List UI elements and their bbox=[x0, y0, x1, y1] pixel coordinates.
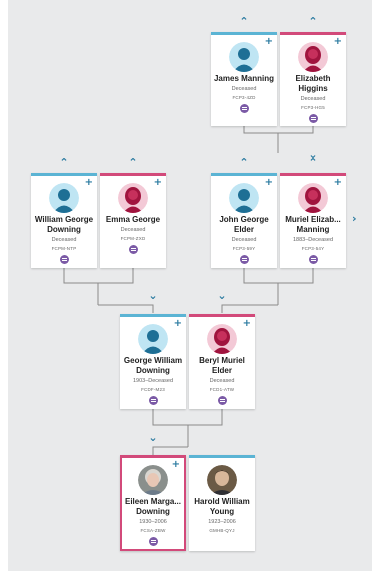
person-name: James Manning bbox=[213, 74, 274, 83]
chevron-down-icon[interactable]: ⌄ bbox=[217, 289, 227, 302]
person-card-beryl-muriel-elder[interactable]: + Beryl Muriel Elder Deceased FCD1-ATW bbox=[189, 314, 255, 409]
connector-lines bbox=[63, 126, 314, 455]
person-name: Eileen Marga... Downing bbox=[124, 497, 182, 516]
male-avatar-icon bbox=[49, 183, 79, 213]
plus-icon[interactable]: + bbox=[264, 177, 273, 188]
person-name: John George Elder bbox=[219, 215, 269, 234]
person-dates: Deceased bbox=[231, 237, 257, 243]
chevron-up-icon[interactable]: ⌃ bbox=[308, 156, 318, 169]
person-dates: 1903–Deceased bbox=[132, 378, 174, 384]
tree-menu-icon[interactable] bbox=[148, 537, 158, 546]
person-id: FCP3-HG5 bbox=[301, 105, 325, 110]
person-id: FCP3-54Y bbox=[301, 246, 325, 251]
person-card-harold-william-young[interactable]: Harold William Young 1923–2006 GMHB-QYJ bbox=[189, 455, 255, 551]
person-dates: 1930–2006 bbox=[139, 519, 167, 525]
tree-menu-icon[interactable] bbox=[128, 245, 138, 254]
person-card-elizabeth-higgins[interactable]: + Elizabeth Higgins Deceased FCP3-HG5 bbox=[280, 32, 346, 126]
person-card-john-george-elder[interactable]: + John George Elder Deceased FCP3-59Y bbox=[211, 173, 277, 268]
tree-menu-icon[interactable] bbox=[148, 396, 158, 405]
person-dates: Deceased bbox=[231, 86, 257, 92]
person-id: FCP3-59Y bbox=[232, 246, 256, 251]
person-id: FCD1-ATW bbox=[209, 387, 235, 392]
person-id: FCP3-4ZD bbox=[232, 95, 256, 100]
plus-icon[interactable]: + bbox=[264, 36, 273, 47]
person-card-james-manning[interactable]: + James Manning Deceased FCP3-4ZD bbox=[211, 32, 277, 126]
male-avatar-icon bbox=[229, 183, 259, 213]
person-dates: Deceased bbox=[300, 96, 326, 102]
tree-menu-icon[interactable] bbox=[239, 104, 249, 113]
person-dates: 1883–Deceased bbox=[292, 237, 334, 243]
person-name: Elizabeth Higgins bbox=[295, 74, 331, 93]
person-dates: 1923–2006 bbox=[208, 519, 236, 525]
plus-icon[interactable]: + bbox=[171, 459, 180, 470]
female-avatar-icon bbox=[298, 42, 328, 72]
person-id: FCDF-M23 bbox=[141, 387, 165, 392]
female-avatar-icon bbox=[118, 183, 148, 213]
person-dates: Deceased bbox=[120, 227, 146, 233]
chevron-up-icon[interactable]: ⌃ bbox=[128, 156, 138, 169]
tree-menu-icon[interactable] bbox=[217, 396, 227, 405]
connector-line bbox=[243, 268, 314, 284]
chevron-down-icon[interactable]: ⌄ bbox=[148, 289, 158, 302]
chevron-right-icon[interactable]: › bbox=[352, 212, 357, 225]
person-name: Beryl Muriel Elder bbox=[199, 356, 245, 375]
plus-icon[interactable]: + bbox=[333, 177, 342, 188]
person-dates: Deceased bbox=[209, 378, 235, 384]
tree-menu-icon[interactable] bbox=[239, 255, 249, 264]
person-name: Emma George bbox=[105, 215, 161, 224]
pedigree-canvas[interactable]: ⌃ ⌃ ⌄ ⌃ ⌃ ⌃ ⌃ › ⌄ ⌄ ⌄ + James Manning De… bbox=[8, 0, 372, 571]
male-avatar-icon bbox=[138, 324, 168, 354]
photo-avatar-icon bbox=[138, 465, 168, 495]
chevron-down-icon[interactable]: ⌄ bbox=[308, 148, 318, 161]
female-avatar-icon bbox=[207, 324, 237, 354]
person-id: FCSA-ZBW bbox=[140, 528, 166, 533]
connector-line bbox=[243, 126, 314, 134]
chevron-up-icon[interactable]: ⌃ bbox=[239, 15, 249, 28]
person-id: FCPM-ZXD bbox=[120, 236, 146, 241]
person-name: George William Downing bbox=[123, 356, 183, 375]
plus-icon[interactable]: + bbox=[173, 318, 182, 329]
plus-icon[interactable]: + bbox=[333, 36, 342, 47]
tree-menu-icon[interactable] bbox=[59, 255, 69, 264]
person-id: GMHB-QYJ bbox=[209, 528, 235, 533]
photo-avatar-icon bbox=[207, 465, 237, 495]
person-id: FCPM-NTP bbox=[51, 246, 77, 251]
person-card-george-william-downing[interactable]: + George William Downing 1903–Deceased F… bbox=[120, 314, 186, 409]
male-avatar-icon bbox=[229, 42, 259, 72]
chevron-down-icon[interactable]: ⌄ bbox=[148, 431, 158, 444]
female-avatar-icon bbox=[298, 183, 328, 213]
chevron-up-icon[interactable]: ⌃ bbox=[239, 156, 249, 169]
connector-line bbox=[98, 304, 154, 313]
plus-icon[interactable]: + bbox=[242, 318, 251, 329]
plus-icon[interactable]: + bbox=[153, 177, 162, 188]
chevron-up-icon[interactable]: ⌃ bbox=[308, 15, 318, 28]
connector-line bbox=[221, 304, 278, 313]
person-name: William George Downing bbox=[34, 215, 94, 234]
connector-line bbox=[152, 446, 188, 455]
person-card-william-george-downing[interactable]: + William George Downing Deceased FCPM-N… bbox=[31, 173, 97, 268]
tree-menu-icon[interactable] bbox=[308, 114, 318, 123]
person-card-muriel-manning[interactable]: + Muriel Elizab... Manning 1883–Deceased… bbox=[280, 173, 346, 268]
chevron-up-icon[interactable]: ⌃ bbox=[59, 156, 69, 169]
person-dates: Deceased bbox=[51, 237, 77, 243]
connector-line bbox=[152, 409, 223, 426]
plus-icon[interactable]: + bbox=[84, 177, 93, 188]
person-name: Harold William Young bbox=[194, 497, 250, 516]
person-name: Muriel Elizab... Manning bbox=[285, 215, 341, 234]
person-card-emma-george[interactable]: + Emma George Deceased FCPM-ZXD bbox=[100, 173, 166, 268]
tree-menu-icon[interactable] bbox=[308, 255, 318, 264]
connector-line bbox=[63, 268, 134, 284]
person-card-eileen-downing[interactable]: + Eileen Marga... Downing 1930–2006 FCSA… bbox=[120, 455, 186, 551]
